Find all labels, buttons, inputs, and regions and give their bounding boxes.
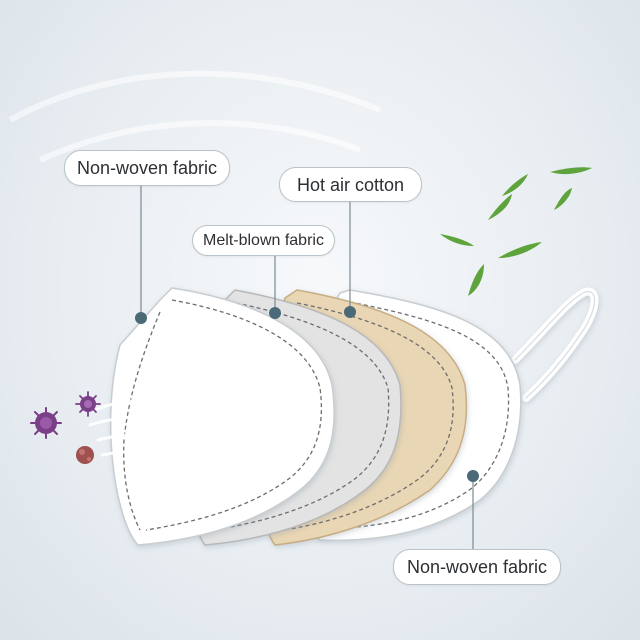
air-flow-icon [88, 398, 224, 462]
virus-icon [76, 446, 94, 464]
label-outer-nonwoven-fabric: Non-woven fabric [64, 150, 230, 186]
ear-loop-icon [511, 287, 599, 402]
leaf-icon [440, 167, 592, 296]
virus-icon [75, 391, 101, 417]
callout-pointers [140, 186, 474, 549]
callout-dots [135, 306, 479, 482]
label-melt-blown-fabric: Melt-blown fabric [192, 225, 335, 256]
outer-nonwoven-layer [109, 287, 335, 546]
label-inner-nonwoven-fabric: Non-woven fabric [393, 549, 561, 585]
virus-icon [30, 407, 62, 439]
background-swirl-icon [8, 70, 382, 163]
label-hot-air-cotton: Hot air cotton [279, 167, 422, 202]
